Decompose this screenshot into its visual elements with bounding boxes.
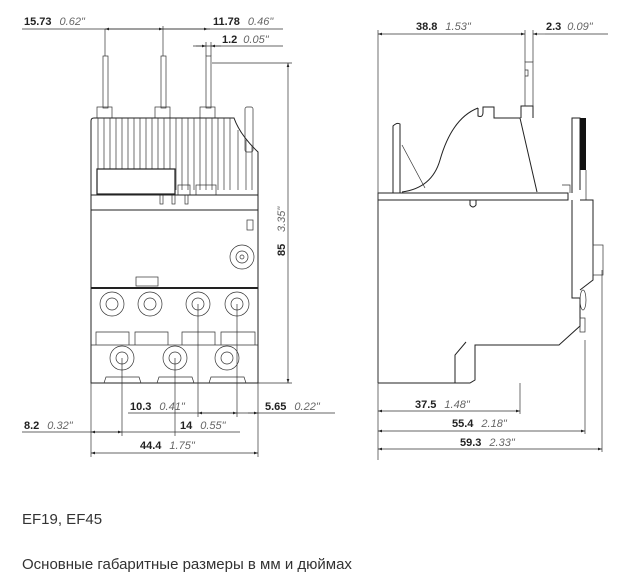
dim-pin-width-in: 0.05" [243, 34, 269, 46]
dim-top-a-in: 1.53" [445, 21, 471, 33]
dim-b3-in: 2.33" [488, 437, 515, 449]
dim-pin-width-mm: 1.2 [222, 34, 237, 46]
dim-width-mm: 44.4 [140, 440, 162, 452]
dim-d2-mm: 5.65 [265, 401, 286, 413]
adjust-dial-icon [229, 244, 255, 270]
dim-b2-in: 2.18" [480, 418, 507, 430]
dim-width-in: 1.75" [169, 440, 195, 452]
dim-height-mm: 85 [276, 244, 288, 256]
caption: Основные габаритные размеры в мм и дюйма… [22, 556, 352, 573]
dim-d4-mm: 14 [180, 420, 193, 432]
dim-pitch-b-mm: 11.78 [213, 16, 240, 28]
svg-text:37.51.48": 37.5 1.48" [415, 399, 471, 411]
front-dimensions [22, 26, 335, 457]
svg-text:38.81.53": 38.8 1.53" [416, 21, 472, 33]
dim-b3-mm: 59.3 [460, 437, 481, 449]
svg-text:5.650.22": 5.65 0.22" [265, 401, 321, 413]
dim-d3-in: 0.32" [47, 420, 73, 432]
svg-text:44.41.75": 44.4 1.75" [140, 440, 196, 452]
dim-d3-mm: 8.2 [24, 420, 39, 432]
dim-top-b-in: 0.09" [567, 21, 593, 33]
dim-b1-in: 1.48" [444, 399, 470, 411]
front-view [90, 55, 259, 384]
dim-top-b-mm: 2.3 [546, 21, 561, 33]
svg-text:15.730.62": 15.73 0.62" [24, 16, 86, 28]
svg-text:1.20.05": 1.2 0.05" [222, 34, 270, 46]
dim-d2-in: 0.22" [294, 401, 320, 413]
svg-text:55.42.18": 55.4 2.18" [452, 418, 508, 430]
terminal-pins [96, 55, 216, 119]
side-dimensions [377, 30, 608, 460]
svg-text:8.20.32": 8.2 0.32" [24, 420, 74, 432]
svg-text:59.32.33": 59.3 2.33" [460, 437, 516, 449]
dim-top-a-mm: 38.8 [416, 21, 437, 33]
dim-pitch-a-mm: 15.73 [24, 16, 52, 28]
svg-text:10.30.41": 10.3 0.41" [130, 401, 186, 413]
product-label: EF19, EF45 [22, 511, 103, 528]
dim-b2-mm: 55.4 [452, 418, 474, 430]
dim-pitch-a-in: 0.62" [60, 16, 86, 28]
dim-b1-mm: 37.5 [415, 399, 436, 411]
dim-d4-in: 0.55" [200, 420, 226, 432]
svg-text:11.780.46": 11.78 0.46" [213, 16, 274, 28]
dim-height-in: 3.35" [276, 206, 288, 232]
svg-text:2.30.09": 2.3 0.09" [546, 21, 594, 33]
svg-text:140.55": 14 0.55" [180, 420, 227, 432]
dim-d1-in: 0.41" [159, 401, 185, 413]
dim-d1-mm: 10.3 [130, 401, 151, 413]
side-view [377, 61, 604, 384]
upper-terminal-screws [99, 291, 250, 317]
dim-pitch-b-in: 0.46" [248, 16, 274, 28]
lower-terminal-screws [109, 345, 240, 371]
